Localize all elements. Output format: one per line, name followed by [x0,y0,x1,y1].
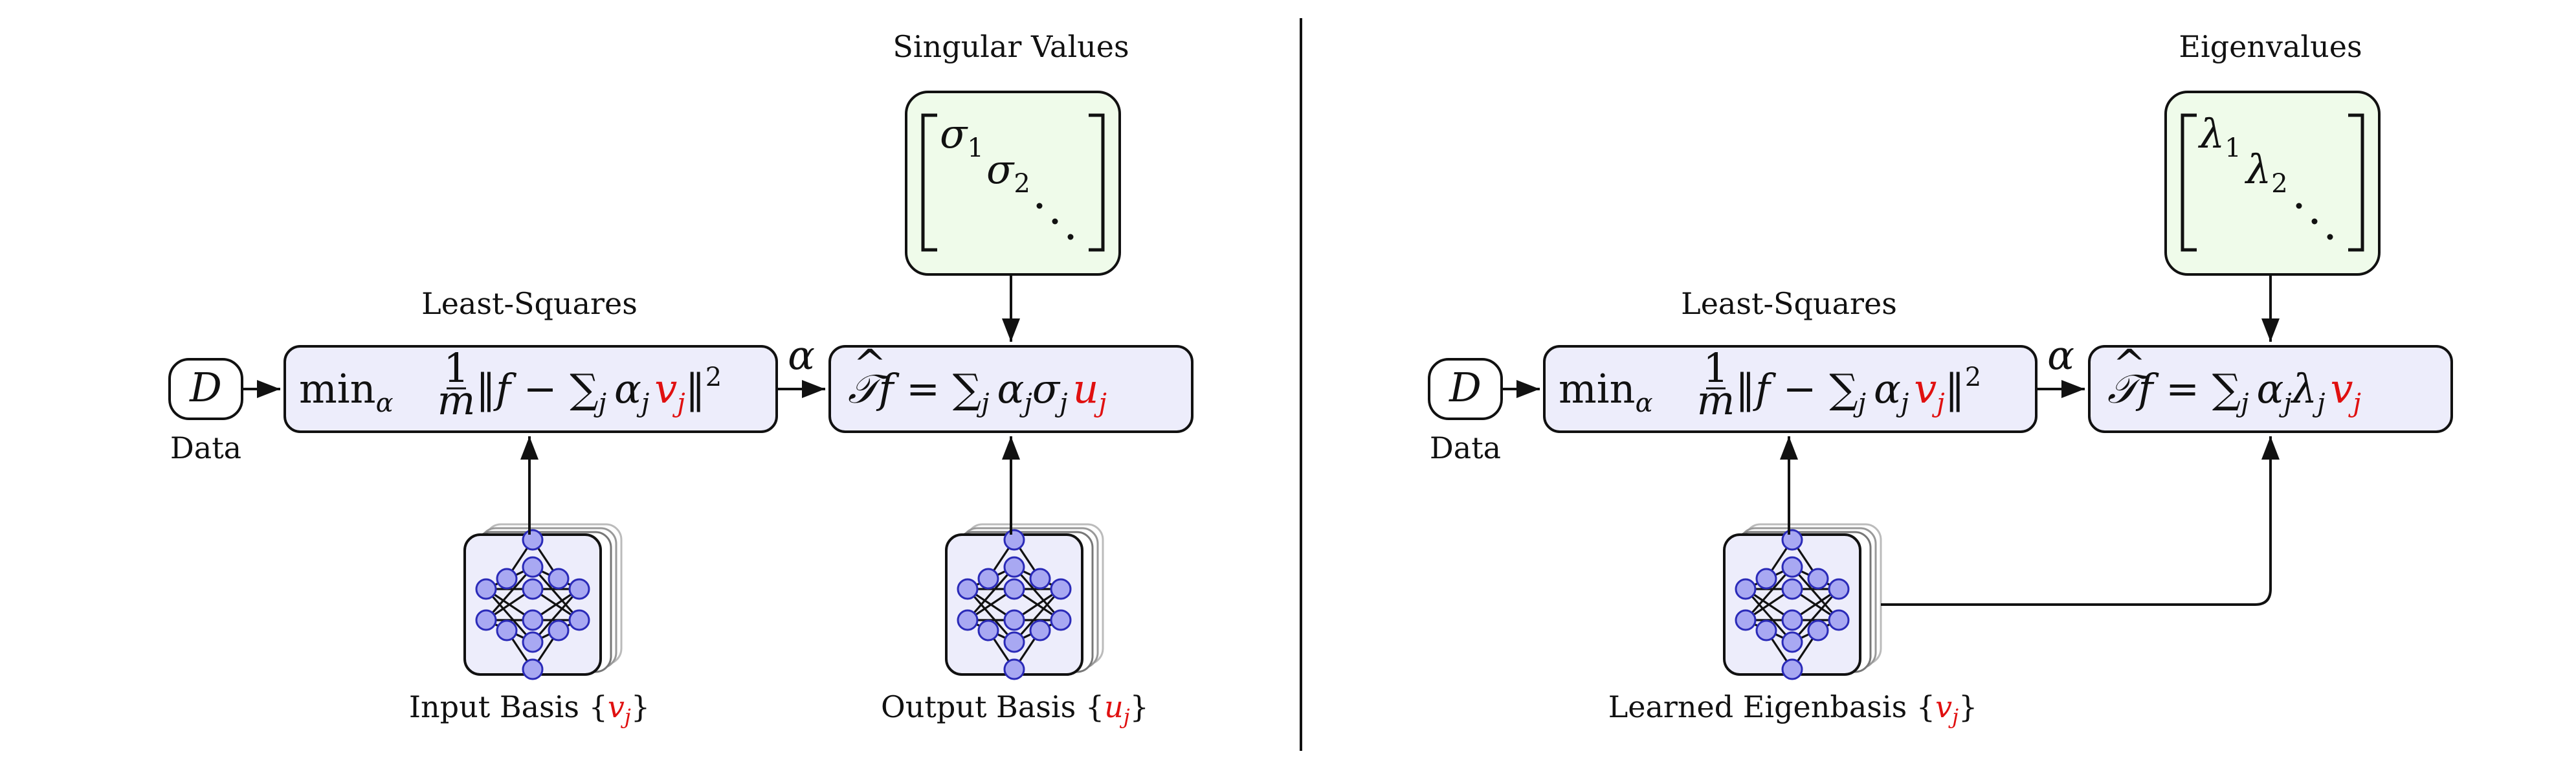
lsq-frac-den-right: m [1697,377,1735,424]
lsq-frac-den: m [438,377,476,424]
matrix-bracket-left-right [2181,113,2197,252]
diagonal-dots [1036,203,1074,240]
eigenbasis-network [1723,523,1882,680]
matrix-bracket-right-right [2348,113,2364,252]
data-label-right: Data [1430,430,1501,465]
operator-box [828,345,1194,433]
spectrum-title: Singular Values [893,29,1129,64]
spectrum-entry-1-right: λ1 [2197,110,2241,163]
data-label: Data [170,430,241,465]
data-node-symbol-right: D [1449,364,1482,411]
spectrum-entry-2: σ2 [986,146,1030,199]
spectrum-entry-2-right: λ2 [2244,146,2288,199]
spectrum-entry-1: σ1 [940,110,984,163]
operator-hat-right: ^ [2113,340,2146,388]
lsq-frac-num-right: 1 [1703,344,1728,392]
input-basis-network [463,523,623,680]
lsq-title-right: Least-Squares [1681,286,1897,321]
lsq-formula-right: minα [1559,365,1653,418]
spectrum-title-right: Eigenvalues [2179,29,2362,64]
eigenbasis-to-operator-arrow [1881,436,2280,606]
lsq-frac-num: 1 [443,344,469,392]
operator-box-right [2088,345,2453,433]
lsq-formula: minα [299,365,394,418]
eigenbasis-label: Learned Eigenbasis {vj} [1608,689,1978,729]
alpha-arrow-label: α [788,331,815,379]
output-basis-network [945,523,1104,680]
diagonal-dots-right [2296,203,2333,240]
matrix-bracket-left [921,113,937,252]
data-node-symbol: D [189,364,222,411]
input-basis-label: Input Basis {vj} [409,689,650,729]
alpha-arrow-label-right: α [2047,331,2074,379]
operator-hat: ^ [853,340,887,388]
output-basis-label: Output Basis {uj} [881,689,1149,729]
spectrum-box-right [2164,91,2381,276]
spectrum-box [905,91,1121,276]
matrix-bracket-right [1089,113,1105,252]
lsq-title: Least-Squares [421,286,638,321]
